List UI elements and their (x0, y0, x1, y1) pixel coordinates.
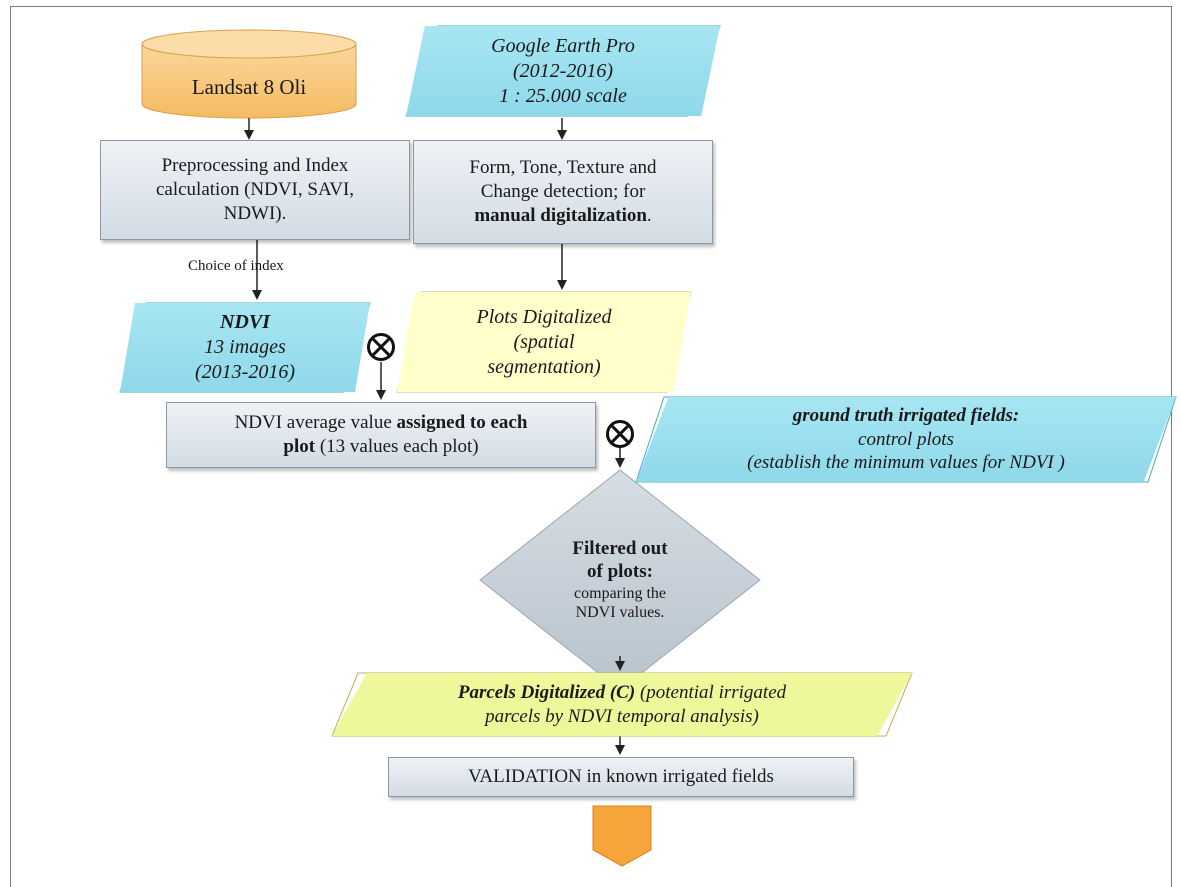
google-scale: 1 : 25.000 scale (499, 84, 627, 107)
ndvi-title: NDVI (219, 311, 270, 333)
form-bold-text: manual digitalization (474, 204, 647, 226)
parcels-digitalized-node: Parcels Digitalized (C) (potential irrig… (332, 673, 912, 736)
ndvi-years: (2013-2016) (195, 361, 295, 383)
truth-line-2: control plots (858, 428, 954, 450)
google-years: (2012-2016) (513, 59, 613, 82)
parcels-line-1: Parcels Digitalized (C) (potential irrig… (458, 681, 786, 705)
validation-label: VALIDATION in known irrigated fields (468, 766, 774, 788)
preprocess-line-3: NDWI). (223, 202, 287, 224)
preprocess-line-1: Preprocessing and Index (161, 155, 349, 177)
preprocess-line-2: calculation (NDVI, SAVI, (155, 179, 355, 201)
google-title: Google Earth Pro (491, 34, 635, 57)
ndvi-node: NDVI 13 images (2013-2016) (120, 303, 370, 392)
next-step-arrow (592, 805, 652, 867)
filter-line-2: of plots: (587, 560, 653, 582)
assign-bold-text-1: assigned to each (396, 412, 528, 434)
parcels-line-2: parcels by NDVI temporal analysis) (485, 705, 759, 727)
form-line-3: manual digitalization. (474, 204, 651, 228)
combine-operator-icon-2 (606, 420, 634, 448)
filter-decision-text: Filtered out of plots: comparing the NDV… (505, 505, 735, 655)
plots-line-3: segmentation) (487, 355, 601, 378)
choice-of-index-label: Choice of index (188, 258, 284, 274)
google-earth-node: Google Earth Pro (2012-2016) 1 : 25.000 … (406, 26, 720, 116)
form-tone-node: Form, Tone, Texture and Change detection… (413, 140, 713, 244)
ndvi-count: 13 images (204, 336, 286, 358)
truth-line-3: (establish the minimum values for NDVI ) (747, 452, 1065, 474)
assign-line-2: plot (13 values each plot) (283, 435, 478, 459)
preprocessing-node: Preprocessing and Index calculation (NDV… (100, 140, 410, 240)
plots-digitalized-node: Plots Digitalized (spatial segmentation) (397, 292, 691, 392)
parcels-bold-text: Parcels Digitalized (C) (457, 681, 636, 703)
assign-pre-text: NDVI average value (234, 412, 397, 434)
form-line-1: Form, Tone, Texture and (469, 157, 657, 179)
assign-bold-text-2: plot (283, 436, 316, 457)
parcels-tail-text: (potential irrigated (635, 681, 787, 703)
assign-line-1: NDVI average value assigned to each (235, 411, 528, 435)
plots-line-2: (spatial (513, 330, 575, 353)
validation-node: VALIDATION in known irrigated fields (388, 757, 854, 797)
filter-line-1: Filtered out (572, 538, 668, 560)
combine-operator-icon (367, 333, 395, 361)
plots-line-1: Plots Digitalized (476, 305, 612, 328)
assign-average-node: NDVI average value assigned to each plot… (166, 402, 596, 468)
landsat-text: Landsat 8 Oli (191, 74, 307, 99)
diagram-frame (10, 6, 1172, 887)
filter-line-3: comparing the (574, 584, 666, 602)
landsat-cylinder (141, 29, 357, 119)
landsat-label: Landsat 8 Oli (142, 62, 356, 112)
truth-title: ground truth irrigated fields: (792, 404, 1020, 426)
filter-line-4: NDVI values. (575, 603, 665, 621)
assign-post-text: (13 values each plot) (315, 436, 479, 457)
ground-truth-node: ground truth irrigated fields: control p… (636, 397, 1176, 482)
form-line-2: Change detection; for (480, 181, 646, 203)
form-tail-text: . (646, 204, 652, 226)
